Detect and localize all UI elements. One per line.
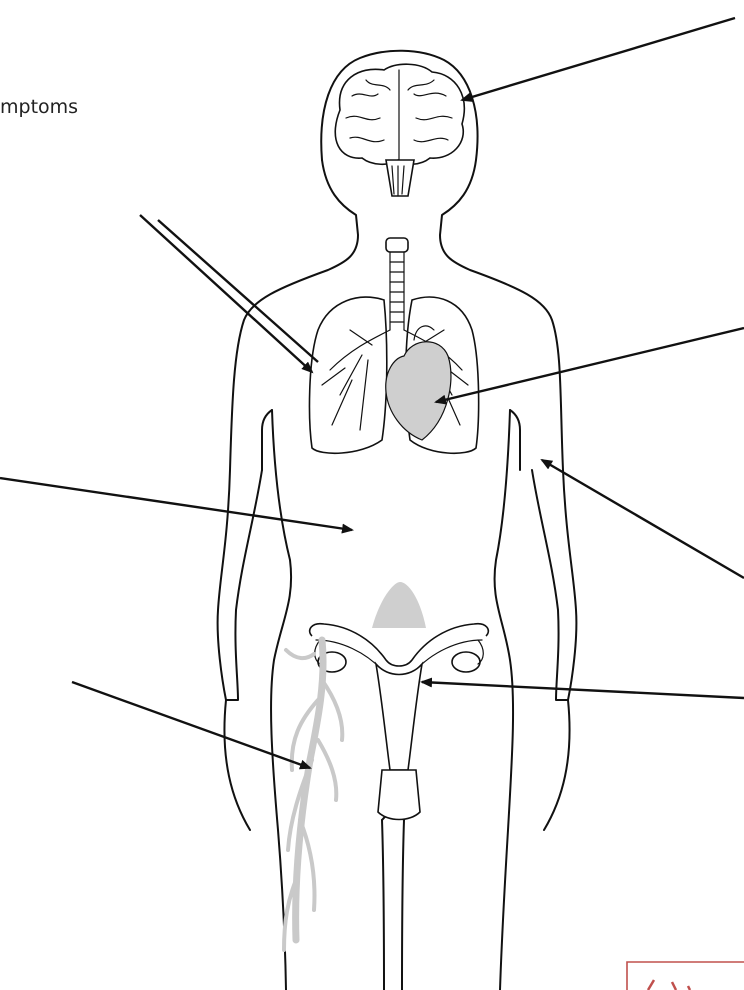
arrow-uterus [422, 682, 744, 698]
brain-icon [335, 64, 464, 196]
leg-vein-icon [284, 640, 342, 950]
arrow-lungs-1 [140, 215, 312, 372]
arrow-heart [436, 328, 744, 402]
arrow-abdomen [0, 478, 352, 530]
arrow-brain [462, 18, 735, 100]
arrow-vein [72, 682, 310, 768]
lungs-icon [310, 238, 479, 453]
arrow-side [542, 460, 744, 578]
stamp-box [627, 962, 744, 990]
